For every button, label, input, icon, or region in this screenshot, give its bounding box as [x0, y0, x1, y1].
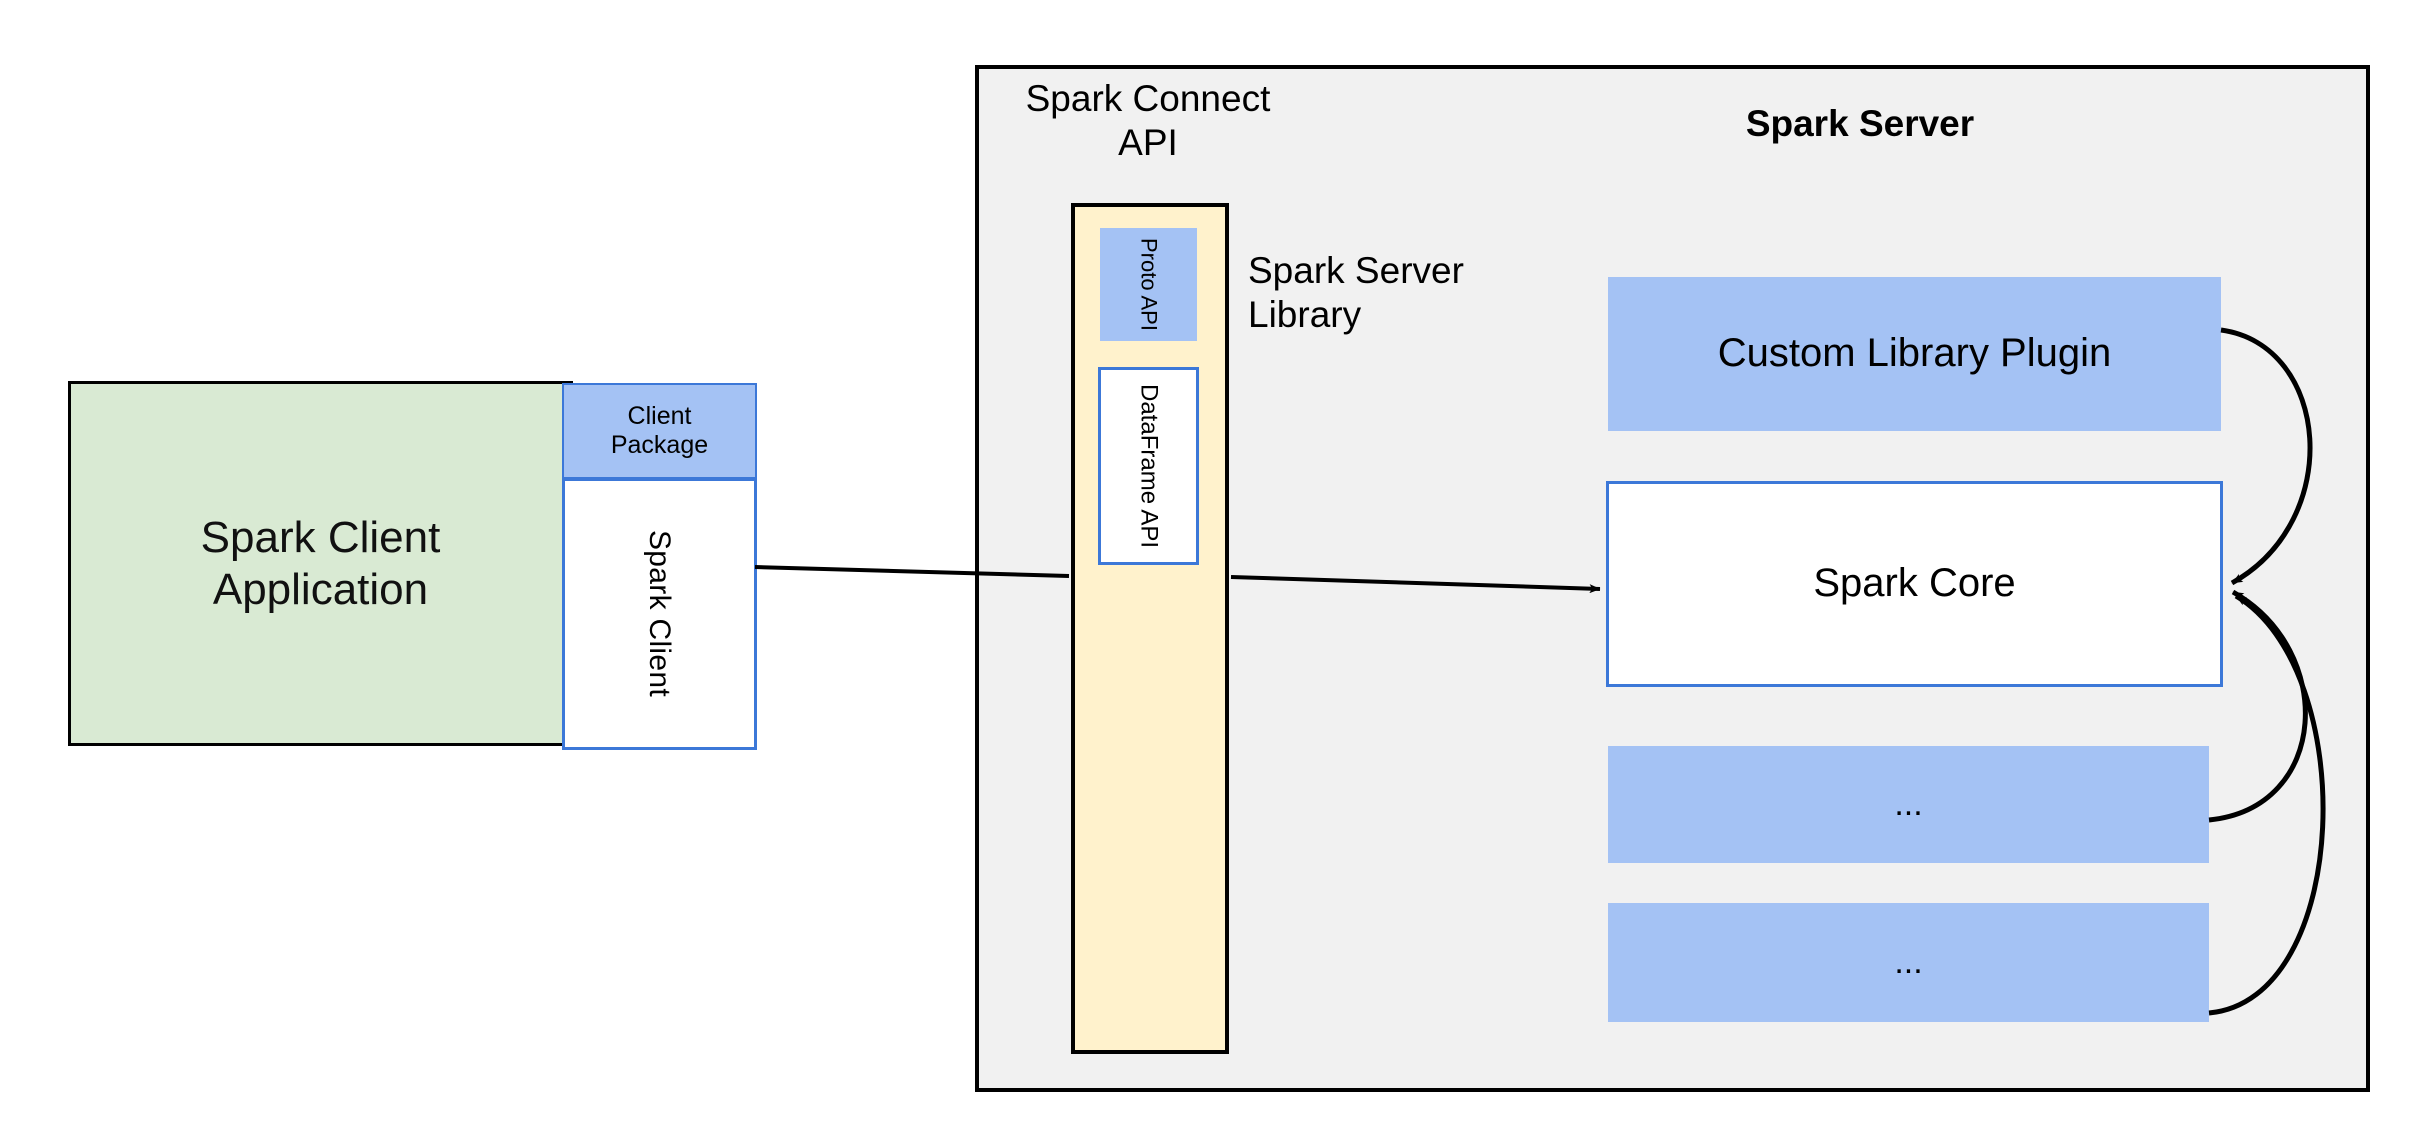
- proto-api-box[interactable]: Proto API: [1100, 228, 1197, 341]
- ellipsis-box-2[interactable]: ...: [1608, 903, 2209, 1022]
- spark-server-library-label: Spark Server Library: [1248, 249, 1464, 335]
- custom-library-plugin-box[interactable]: Custom Library Plugin: [1608, 277, 2221, 431]
- dataframe-api-box[interactable]: DataFrame API: [1098, 367, 1199, 565]
- client-package-box[interactable]: Client Package: [562, 383, 757, 479]
- dataframe-api-label: DataFrame API: [1135, 383, 1163, 549]
- spark-client-box[interactable]: Spark Client: [562, 478, 757, 750]
- spark-core-box[interactable]: Spark Core: [1606, 481, 2223, 687]
- spark-client-label: Spark Client: [643, 530, 677, 698]
- proto-api-label: Proto API: [1136, 238, 1162, 331]
- ellipsis-box-1[interactable]: ...: [1608, 746, 2209, 863]
- spark-server-library-container: [1071, 203, 1229, 1054]
- spark-connect-api-label: Spark Connect API: [1025, 77, 1271, 163]
- spark-client-application-box[interactable]: Spark Client Application: [68, 381, 573, 746]
- spark-server-title: Spark Server: [1745, 102, 1975, 144]
